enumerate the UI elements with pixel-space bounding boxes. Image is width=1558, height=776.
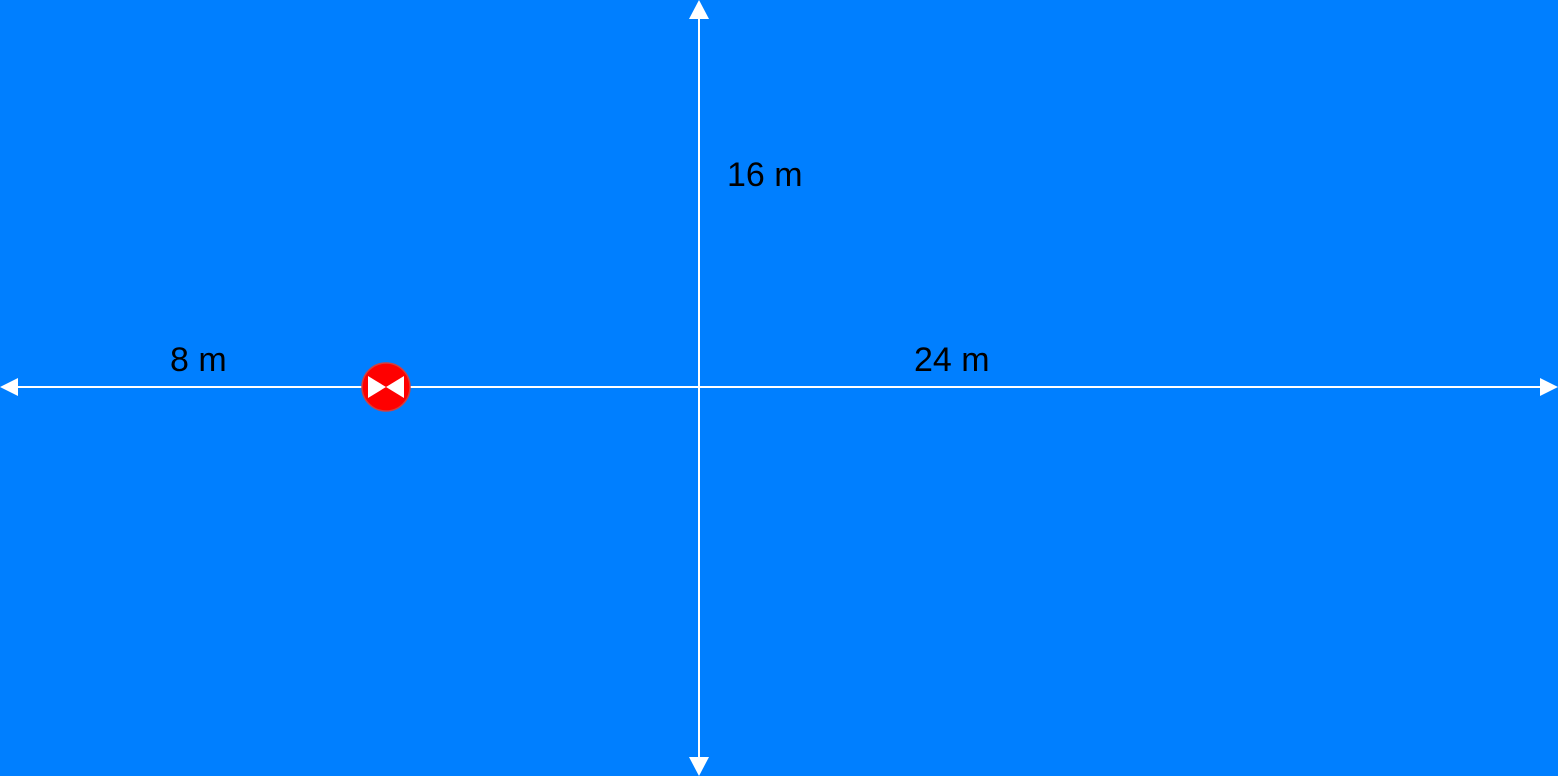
arrow-right-icon (1540, 378, 1558, 396)
arrow-up-icon (689, 0, 709, 19)
arrow-down-icon (689, 757, 709, 776)
height-dimension-label: 16 m (727, 156, 803, 194)
left-distance-label: 8 m (170, 341, 227, 379)
arrow-left-icon (0, 378, 18, 396)
right-distance-label: 24 m (914, 341, 990, 379)
red-circle-bowtie-icon (361, 362, 411, 412)
